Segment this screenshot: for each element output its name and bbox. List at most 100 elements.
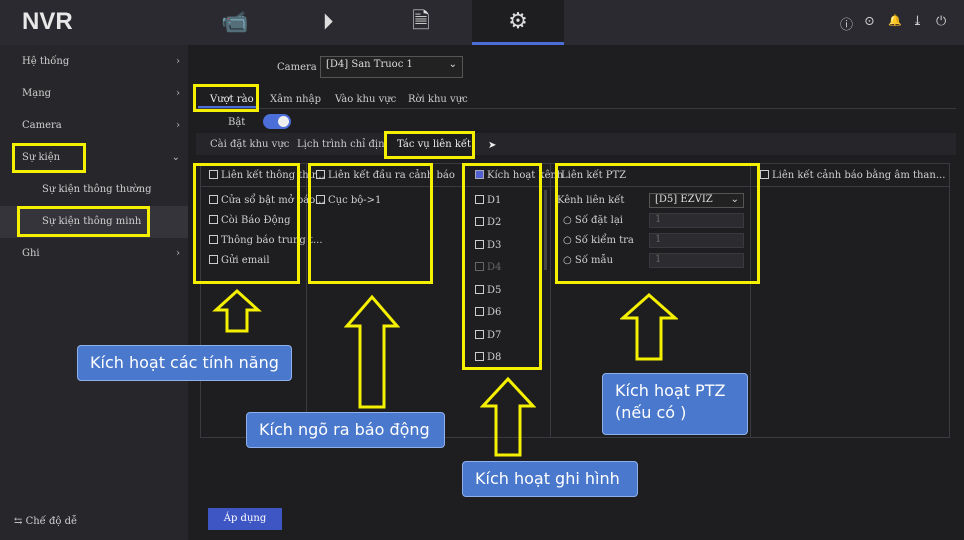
subtab-area-settings[interactable]: Cài đặt khu vực [210, 139, 290, 150]
alarm-output-header[interactable]: Liên kết đầu ra cảnh báo [316, 170, 455, 181]
sidebar-item-network[interactable]: Mạng› [22, 88, 180, 99]
label: Cục bộ->1 [328, 195, 382, 206]
label: Sự kiện thông minh [42, 216, 142, 227]
sidebar-item-camera[interactable]: Camera› [22, 120, 180, 131]
subtab-schedule[interactable]: Lịch trình chỉ định [297, 139, 392, 150]
checkbox-d6[interactable]: D6 [475, 307, 501, 318]
subtab-linkage[interactable]: Tác vụ liên kết [397, 139, 472, 150]
label: Liên kết thông thư... [221, 170, 325, 181]
label: Sự kiện thông thường [42, 184, 152, 195]
tab-line-crossing[interactable]: Vượt rào [210, 94, 254, 105]
label: Kích hoạt kênh [487, 170, 564, 181]
enable-toggle[interactable] [263, 114, 291, 129]
ptz-channel-select[interactable]: [D5] EZVIZ⌄ [649, 193, 744, 208]
arrow-up-icon [620, 292, 678, 361]
label: Còi Báo Động [221, 215, 291, 226]
camera-label: Camera [277, 62, 317, 73]
divider [196, 108, 956, 109]
arrow-up-icon [480, 376, 536, 457]
checkbox-d4: D4 [475, 262, 501, 273]
tab-region-entrance[interactable]: Vào khu vực [335, 94, 397, 105]
checkbox-d7[interactable]: D7 [475, 330, 501, 341]
mouse-cursor: ➤ [488, 140, 497, 151]
tab-region-exit[interactable]: Rời khu vực [408, 94, 468, 105]
nav-settings[interactable]: ⚙ [472, 0, 564, 45]
sidebar-item-event[interactable]: Sự kiện⌄ [22, 152, 180, 163]
arrow-up-icon [212, 288, 262, 333]
camera-icon: 📹 [221, 10, 249, 35]
callout-text: (nếu có ) [615, 403, 687, 423]
swap-icon: ⇆ [14, 516, 26, 527]
checkbox-d2[interactable]: D2 [475, 217, 501, 228]
highlight-box [12, 143, 86, 173]
checkbox-d3[interactable]: D3 [475, 240, 501, 251]
callout-alarm-output: Kích ngõ ra báo động [246, 412, 445, 449]
highlight-box [384, 131, 475, 159]
power-icon[interactable]: ⏻ [936, 14, 947, 29]
download-icon[interactable]: ⤓ [912, 14, 923, 29]
camera-select[interactable]: [D4] San Truoc 1⌄ [320, 56, 463, 78]
sidebar-item-normal-event[interactable]: Sự kiện thông thường [0, 174, 188, 206]
nav-live-view[interactable]: 📹 [190, 0, 280, 45]
nav-playback[interactable]: ⏵ [283, 0, 373, 45]
radio-patrol[interactable]: ○ Số kiểm tra [563, 235, 634, 246]
label: Ghi [22, 248, 40, 259]
normal-linkage-header[interactable]: Liên kết thông thư... [209, 170, 325, 181]
record-icon[interactable]: ⊙ [864, 14, 875, 29]
highlight-box [193, 163, 300, 284]
label: Cửa sổ bật mở báo... [221, 195, 325, 206]
radio-pattern[interactable]: ○ Số mẫu [563, 255, 614, 266]
sidebar-item-smart-event[interactable]: Sự kiện thông minh [0, 206, 188, 238]
bell-icon[interactable]: 🔔 [888, 14, 902, 27]
sidebar-item-record[interactable]: Ghi› [22, 248, 180, 259]
checkbox-local-output[interactable]: Cục bộ->1 [316, 195, 381, 206]
logo: NVR [22, 8, 73, 35]
arrow-up-icon [344, 294, 400, 409]
playback-icon: ⏵ [322, 10, 334, 35]
patrol-select: 1 [649, 233, 744, 248]
sidebar [0, 45, 188, 540]
checkbox-d5[interactable]: D5 [475, 285, 501, 296]
callout-text: Kích hoạt PTZ [615, 381, 726, 400]
radio-preset[interactable]: ○ Số đặt lại [563, 215, 623, 226]
gear-icon: ⚙ [508, 8, 528, 34]
apply-button[interactable]: Áp dụng [208, 508, 282, 530]
highlight-box [308, 163, 433, 284]
checkbox-popup[interactable]: Cửa sổ bật mở báo... [209, 195, 325, 206]
checkbox-notify-center[interactable]: Thông báo trung t... [209, 235, 323, 246]
callout-ptz: Kích hoạt PTZ (nếu có ) [602, 373, 748, 435]
checkbox-d8[interactable]: D8 [475, 352, 501, 363]
search-file-icon: 🗎 [412, 8, 430, 34]
ptz-header: Liên kết PTZ [561, 170, 627, 181]
checkbox-d1[interactable]: D1 [475, 195, 501, 206]
trigger-channel-header[interactable]: Kích hoạt kênh [475, 170, 563, 181]
easy-mode-toggle[interactable]: ⇆ Chế độ dễ [14, 516, 77, 527]
callout-features: Kích hoạt các tính năng [77, 345, 292, 382]
audio-alarm-header[interactable]: Liên kết cảnh báo bằng âm than... [760, 170, 945, 181]
divider [200, 186, 950, 187]
enable-label: Bật [228, 117, 246, 128]
sidebar-item-system[interactable]: Hệ thống› [22, 56, 180, 67]
highlight-box [462, 163, 542, 370]
label: Hệ thống [22, 56, 70, 67]
highlight-box [17, 206, 150, 237]
label: Camera [22, 120, 62, 131]
scrollbar[interactable] [544, 190, 547, 270]
label: Mạng [22, 88, 52, 99]
label: Chế độ dễ [25, 516, 78, 527]
highlight-box [555, 163, 760, 284]
subtab-linkage-bg [386, 133, 472, 157]
checkbox-buzzer[interactable]: Còi Báo Động [209, 215, 291, 226]
ptz-channel-label: Kênh liên kết [557, 195, 625, 206]
label: Gửi email [221, 255, 270, 266]
highlight-box [193, 84, 259, 112]
callout-recording: Kích hoạt ghi hình [462, 461, 638, 498]
preset-select: 1 [649, 213, 744, 228]
info-icon[interactable]: ⓘ [840, 18, 854, 33]
value: [D4] San Truoc 1 [326, 59, 413, 70]
checkbox-email[interactable]: Gửi email [209, 255, 270, 266]
pattern-select: 1 [649, 253, 744, 268]
tab-intrusion[interactable]: Xâm nhập [270, 94, 321, 105]
active-tab-indicator [198, 106, 258, 108]
nav-search[interactable]: 🗎 [376, 0, 466, 45]
